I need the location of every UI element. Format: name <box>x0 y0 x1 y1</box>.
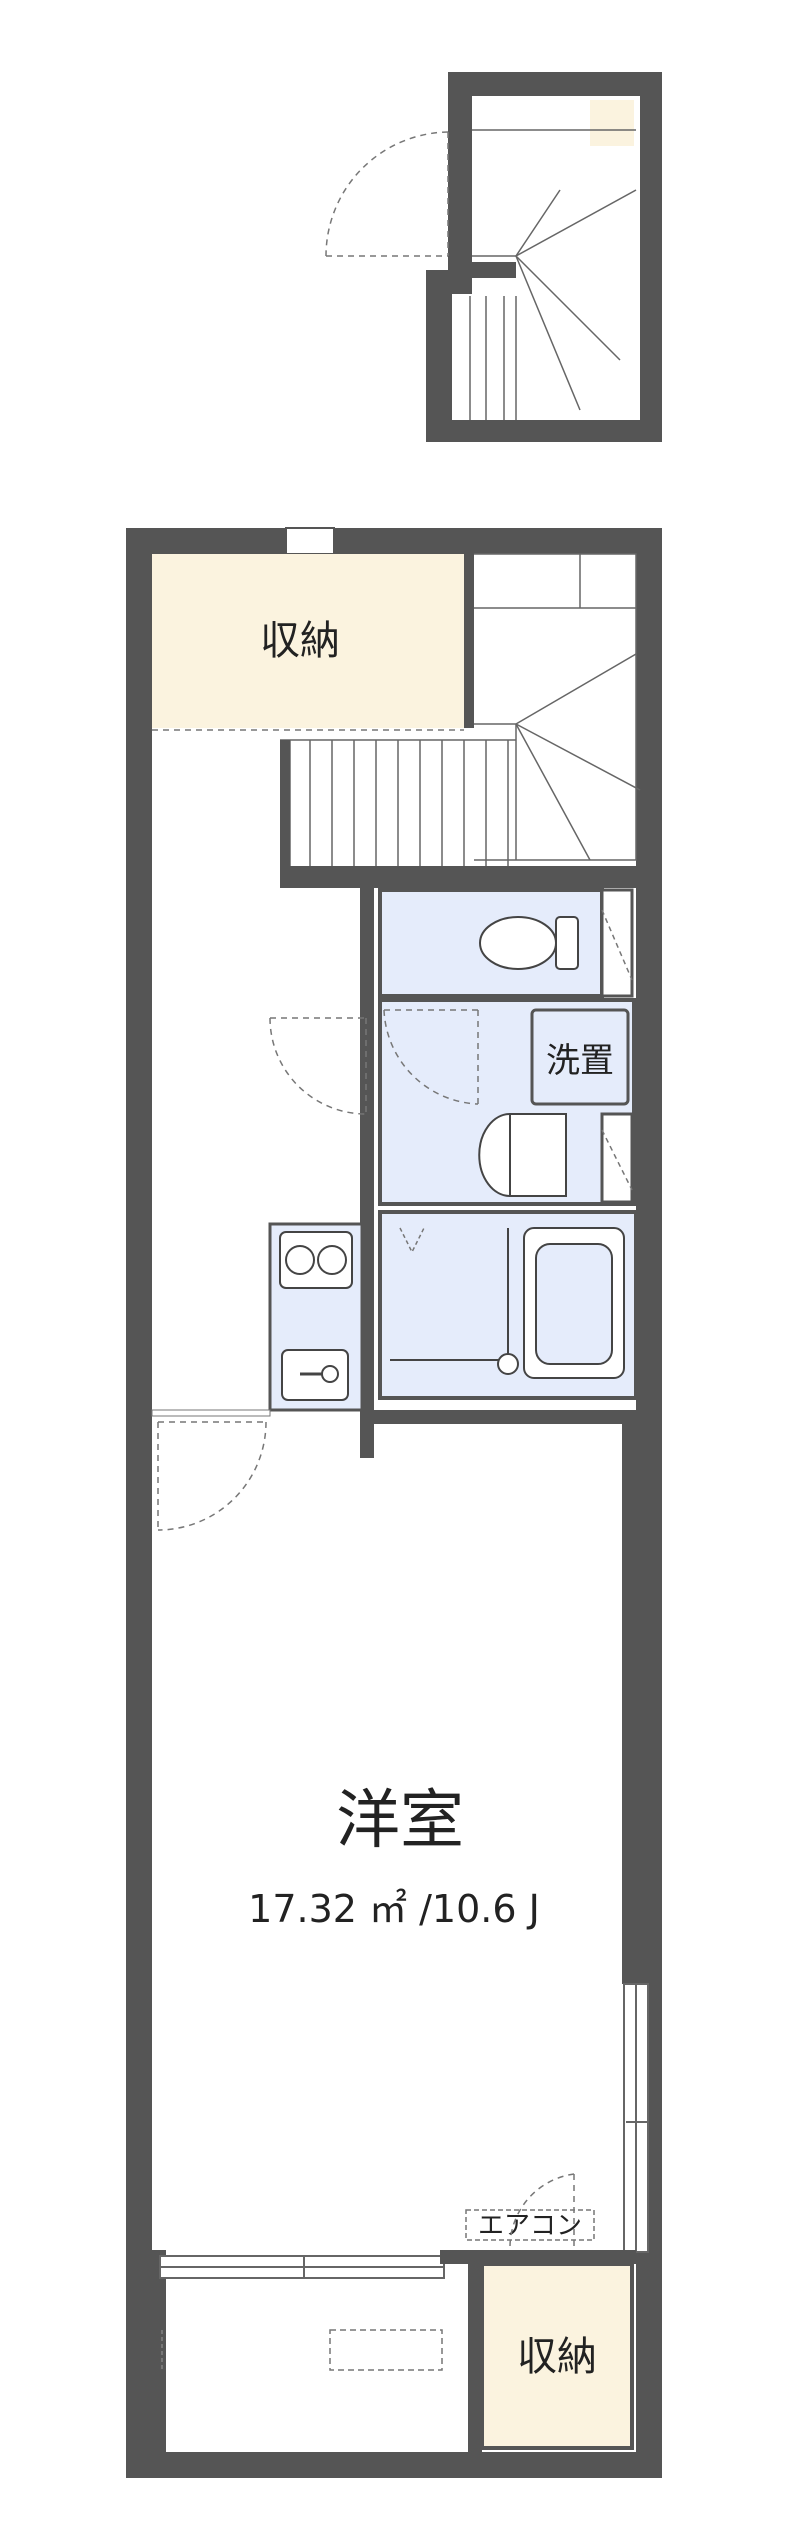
main-apartment: 収納 <box>126 527 662 2478</box>
balcony-unit <box>329 2329 443 2371</box>
toilet-icon <box>479 916 579 970</box>
side-window <box>623 1983 649 2253</box>
aircon-label: エアコン <box>478 2211 582 2241</box>
loft-shelf <box>590 100 634 146</box>
storage-bottom <box>480 2262 634 2450</box>
stairs-main <box>474 553 641 861</box>
room-area: 17.32 ㎡ /10.6 J <box>248 1887 540 1931</box>
drain-icon <box>497 1353 519 1375</box>
stove-burner-icon <box>317 1245 347 1275</box>
washer-label: 洗置 <box>546 1041 614 1081</box>
stove-burner-icon <box>285 1245 315 1275</box>
storage-bottom-label: 収納 <box>517 2334 597 2380</box>
room-name: 洋室 <box>336 1784 464 1858</box>
loft-interior <box>452 96 640 420</box>
washer-box <box>530 1008 630 1106</box>
top-window <box>285 527 335 555</box>
floor-interior <box>152 554 636 2452</box>
aircon-box <box>465 2209 595 2241</box>
balcony <box>166 2284 468 2452</box>
storage-top <box>152 554 464 728</box>
vanity-icon <box>478 1113 567 1197</box>
storage-top-label: 収納 <box>260 618 340 664</box>
loft-area <box>325 72 662 442</box>
